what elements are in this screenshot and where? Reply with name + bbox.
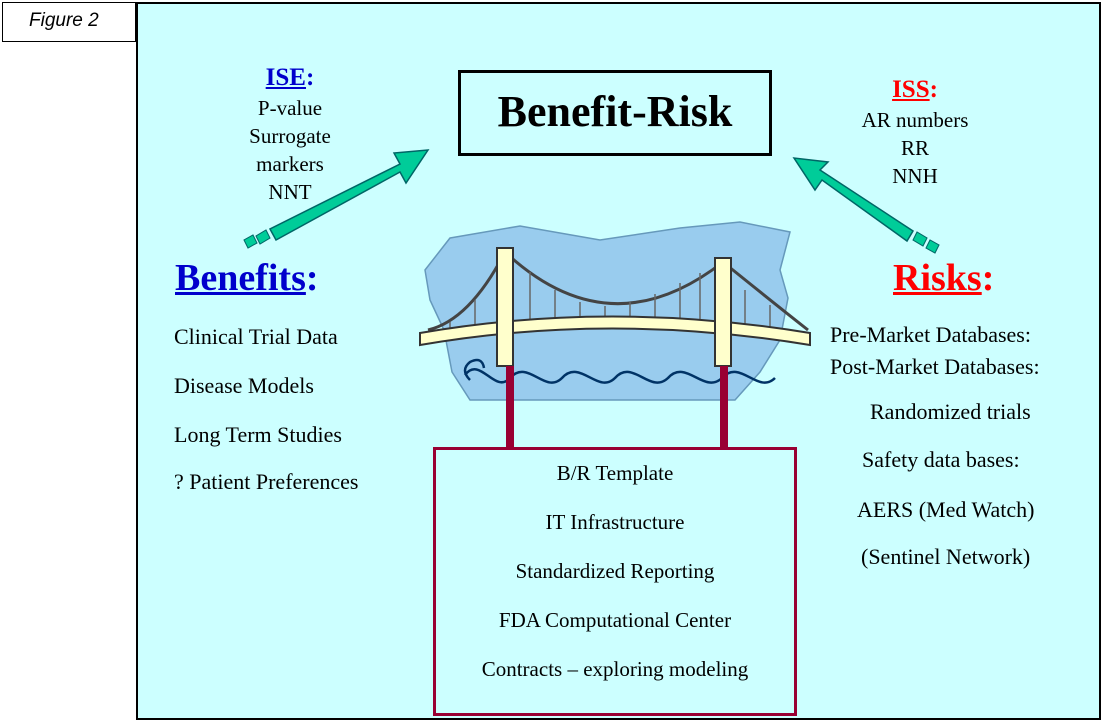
left-tower — [496, 247, 514, 367]
figure-label: Figure 2 — [2, 2, 136, 42]
ise-line: NNT — [268, 180, 312, 204]
risk-item: Post-Market Databases: — [830, 354, 1040, 379]
infrastructure-item: Standardized Reporting — [515, 559, 715, 583]
iss-line: RR — [900, 136, 929, 160]
risks-colon: : — [981, 257, 995, 299]
ise-line: Surrogate — [249, 124, 331, 148]
iss-heading: ISS — [892, 76, 930, 103]
ise-heading: ISE — [265, 64, 306, 91]
infrastructure-item: B/R Template — [556, 461, 674, 485]
benefit-item: Disease Models — [174, 373, 314, 398]
iss-colon: : — [929, 76, 938, 103]
infrastructure-box: B/R Template IT Infrastructure Standardi… — [433, 447, 797, 716]
bridge-sky-shape — [424, 221, 791, 401]
infrastructure-item: FDA Computational Center — [498, 608, 732, 632]
main-cable — [427, 249, 809, 332]
risks-heading: Risks: — [893, 256, 994, 300]
left-arrow-icon — [243, 149, 430, 249]
benefit-item: Clinical Trial Data — [174, 324, 338, 349]
infrastructure-item: IT Infrastructure — [545, 510, 685, 534]
benefits-heading: Benefits: — [175, 256, 319, 300]
risk-item: Pre-Market Databases: — [830, 322, 1031, 347]
benefit-risk-title: Benefit-Risk — [458, 70, 772, 156]
benefits-colon: : — [305, 257, 319, 299]
right-pillar — [720, 366, 728, 449]
left-pillar — [506, 366, 514, 449]
ise-line: P-value — [257, 96, 323, 120]
risks-heading-text: Risks — [893, 257, 982, 299]
iss-block: ISS: AR numbers RR NNH — [850, 74, 980, 190]
infrastructure-item: Contracts – exploring modeling — [481, 657, 749, 681]
risk-item: (Sentinel Network) — [861, 544, 1031, 569]
right-arrow-icon — [792, 157, 940, 254]
ise-block: ISE: P-value Surrogate markers NNT — [230, 62, 350, 206]
ise-colon: : — [305, 64, 315, 91]
iss-line: AR numbers — [861, 108, 969, 132]
benefit-item: ? Patient Preferences — [174, 469, 359, 494]
bridge-deck — [419, 315, 811, 347]
iss-line: NNH — [892, 164, 938, 188]
benefits-heading-text: Benefits — [175, 257, 306, 299]
risk-item: AERS (Med Watch) — [857, 497, 1035, 522]
benefit-item: Long Term Studies — [174, 422, 342, 447]
right-tower — [714, 257, 732, 367]
ise-line: markers — [256, 152, 324, 176]
risk-item: Safety data bases: — [862, 447, 1020, 472]
risk-item: Randomized trials — [870, 399, 1031, 424]
